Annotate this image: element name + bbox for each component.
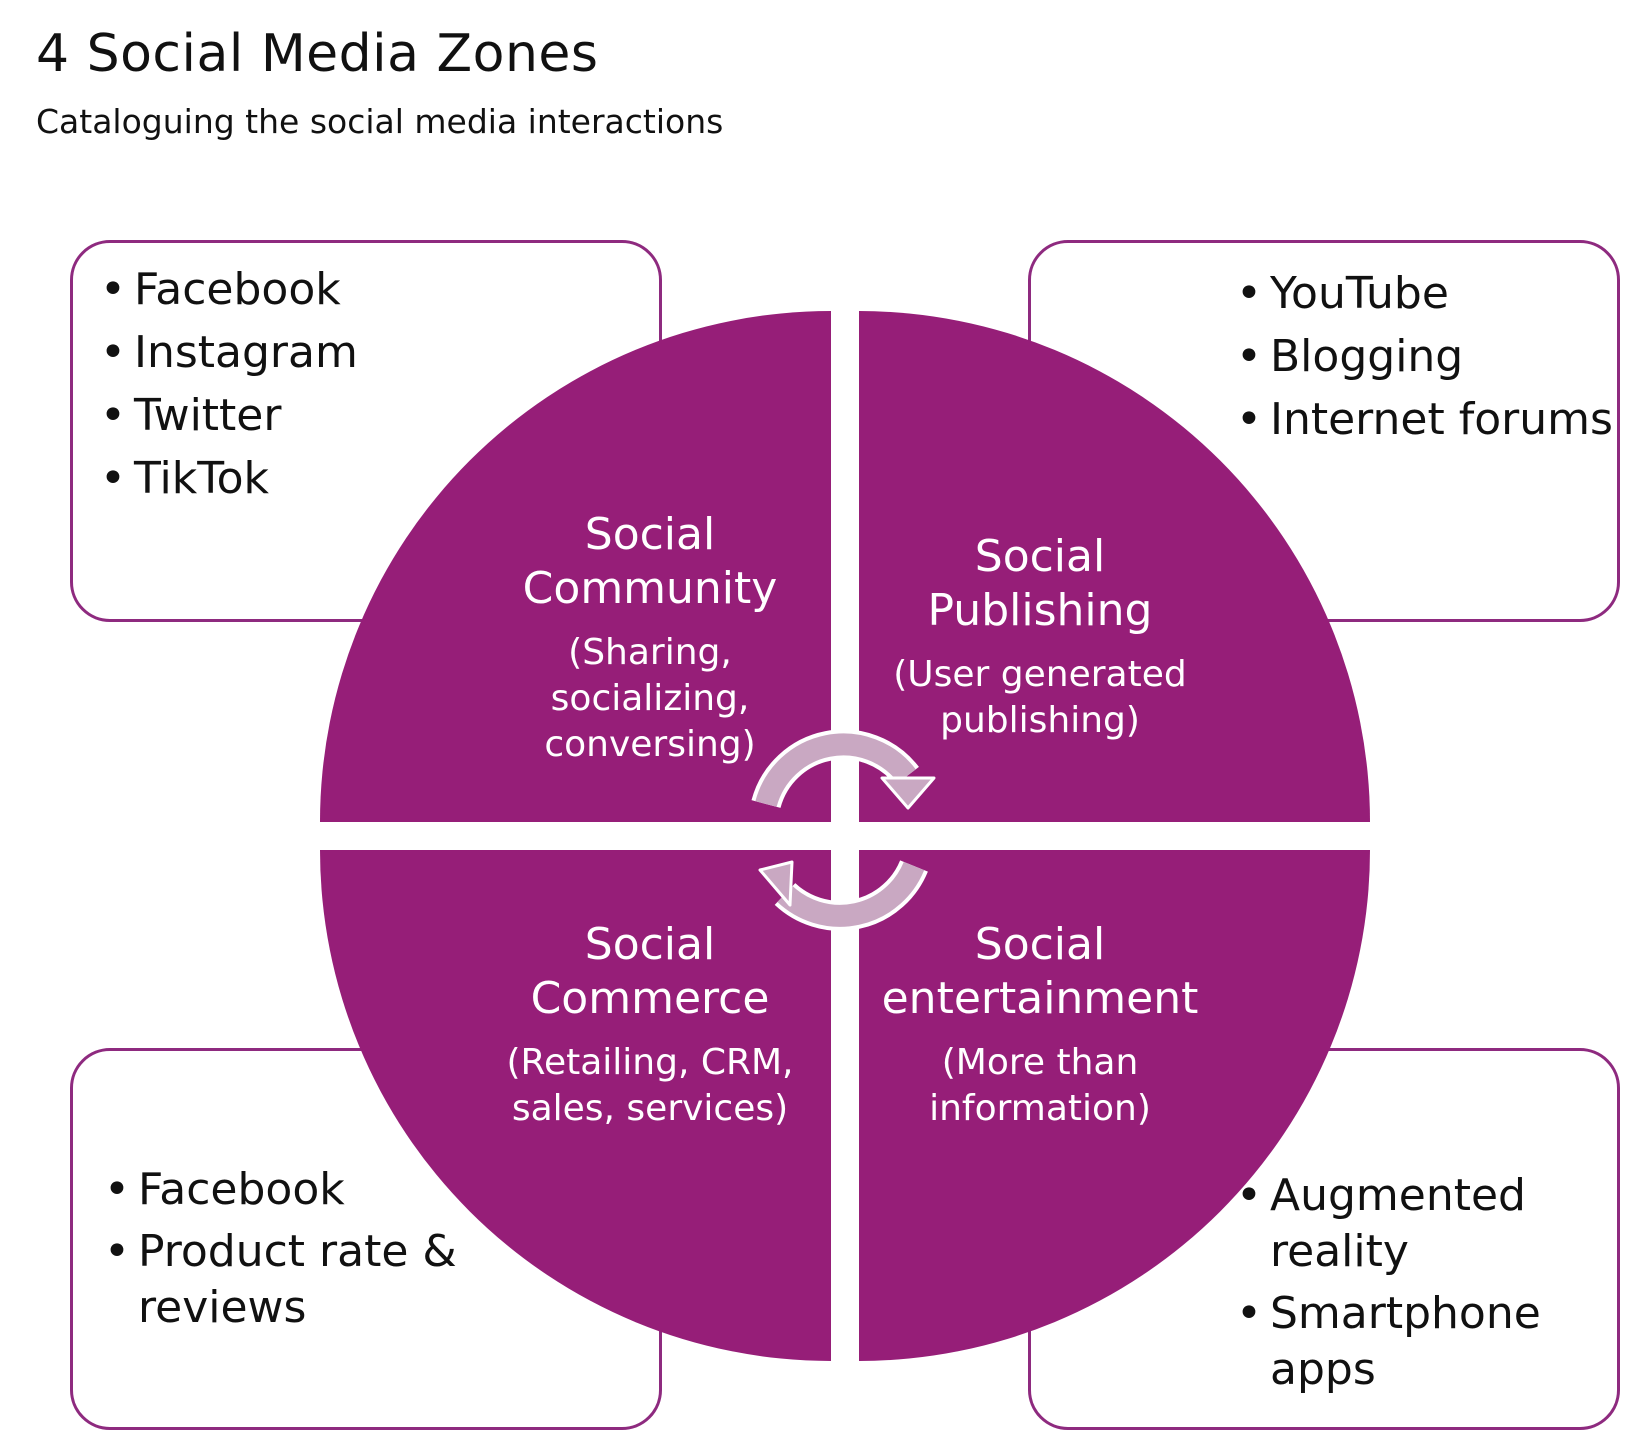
list-item-text: reality bbox=[1270, 1226, 1409, 1277]
quadrant-title: Social bbox=[974, 919, 1106, 970]
page-subtitle: Cataloguing the social media interaction… bbox=[36, 102, 724, 141]
quadrant-description: (User generated publishing) bbox=[875, 652, 1205, 744]
list-item: Facebook bbox=[100, 258, 358, 321]
cycle-arrow-top-icon bbox=[751, 729, 936, 810]
description-line: conversing) bbox=[544, 724, 756, 765]
description-line: (Sharing, bbox=[568, 632, 732, 673]
description-line: information) bbox=[929, 1088, 1151, 1129]
description-line: publishing) bbox=[940, 700, 1140, 741]
quadrant-social-commerce bbox=[320, 850, 831, 1361]
list-item-text: reviews bbox=[138, 1282, 307, 1333]
list-item: Internet forums bbox=[1236, 388, 1613, 451]
list-item-text: apps bbox=[1270, 1344, 1376, 1395]
quadrant-title: Publishing bbox=[927, 585, 1153, 636]
list-item: TikTok bbox=[100, 447, 358, 510]
list-item: Facebook bbox=[104, 1162, 457, 1218]
list-item: Product rate &reviews bbox=[104, 1224, 457, 1336]
list-item: YouTube bbox=[1236, 262, 1613, 325]
social-community-label: Social Community (Sharing, socializing, … bbox=[495, 508, 805, 768]
quadrant-title: Social bbox=[584, 509, 716, 560]
social-commerce-label: Social Commerce (Retailing, CRM, sales, … bbox=[485, 918, 815, 1132]
quadrant-title: Community bbox=[522, 563, 778, 614]
list-item-text: Facebook bbox=[138, 1164, 345, 1215]
quadrant-title: entertainment bbox=[881, 973, 1199, 1024]
list-item: Blogging bbox=[1236, 325, 1613, 388]
list-item-text: Product rate & bbox=[138, 1226, 457, 1277]
publishing-examples-list: YouTube Blogging Internet forums bbox=[1236, 262, 1613, 451]
list-item: Instagram bbox=[100, 321, 358, 384]
quadrant-social-community bbox=[320, 311, 831, 822]
quadrant-description: (More than information) bbox=[870, 1040, 1210, 1132]
quadrant-social-publishing bbox=[859, 311, 1370, 822]
quadrant-title: Social bbox=[974, 531, 1106, 582]
cycle-arrow-bottom-icon bbox=[758, 859, 928, 931]
community-examples-list: Facebook Instagram Twitter TikTok bbox=[100, 258, 358, 510]
quadrant-title: Social bbox=[584, 919, 716, 970]
description-line: sales, services) bbox=[511, 1088, 789, 1129]
commerce-examples-list: Facebook Product rate &reviews bbox=[104, 1162, 457, 1342]
quadrant-description: (Sharing, socializing, conversing) bbox=[495, 630, 805, 768]
description-line: (More than bbox=[941, 1042, 1139, 1083]
list-item: Twitter bbox=[100, 384, 358, 447]
quadrant-description: (Retailing, CRM, sales, services) bbox=[485, 1040, 815, 1132]
social-publishing-label: Social Publishing (User generated publis… bbox=[875, 530, 1205, 744]
list-item-text: Smartphone bbox=[1270, 1288, 1541, 1339]
list-item-text: Augmented bbox=[1270, 1170, 1526, 1221]
description-line: (User generated bbox=[893, 654, 1187, 695]
description-line: socializing, bbox=[550, 678, 750, 719]
quadrant-social-entertainment bbox=[859, 850, 1370, 1361]
description-line: (Retailing, CRM, bbox=[506, 1042, 794, 1083]
social-entertainment-label: Social entertainment (More than informat… bbox=[870, 918, 1210, 1132]
quadrant-title: Commerce bbox=[530, 973, 770, 1024]
page-title: 4 Social Media Zones bbox=[36, 24, 599, 84]
